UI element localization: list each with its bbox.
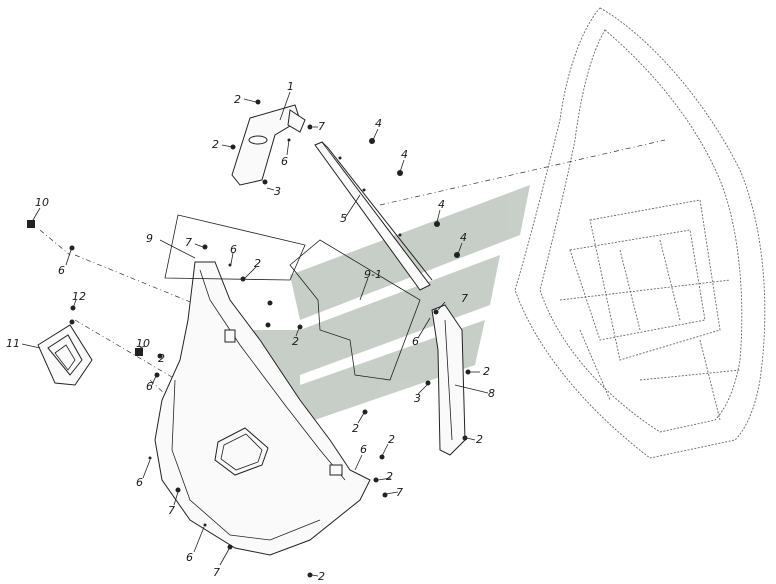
pillar-trim-upper — [231, 104, 306, 186]
callout-2: 2 — [318, 570, 325, 583]
callout-4: 4 — [460, 231, 467, 244]
callout-3: 3 — [274, 185, 281, 198]
callout-7: 7 — [213, 566, 220, 579]
callout-1: 1 — [287, 80, 294, 93]
rear-pillar-strip — [431, 304, 466, 456]
callout-8: 8 — [488, 387, 495, 400]
callout-9: 9 — [146, 232, 153, 245]
callout-4: 4 — [438, 198, 445, 211]
callout-2: 2 — [386, 470, 393, 483]
callout-4: 4 — [375, 117, 382, 130]
callout-6: 6 — [136, 476, 143, 489]
callout-7: 7 — [461, 292, 468, 305]
callout-6: 6 — [58, 264, 65, 277]
callout-12: 12 — [72, 290, 86, 303]
callout-9-1: 9-1 — [364, 268, 382, 281]
callout-labels: 1 2 7 2 6 3 4 4 5 4 4 10 6 9 7 6 2 9-1 1… — [6, 80, 495, 583]
callout-2: 2 — [388, 433, 395, 446]
callout-11: 11 — [6, 337, 20, 350]
callout-2: 2 — [476, 433, 483, 446]
callout-2: 2 — [212, 138, 219, 151]
callout-7: 7 — [318, 120, 325, 133]
callout-2: 2 — [158, 352, 165, 365]
callout-10: 10 — [136, 337, 150, 350]
callout-6: 6 — [186, 551, 193, 564]
callout-6: 6 — [281, 155, 288, 168]
callout-2: 2 — [352, 422, 359, 435]
callout-7: 7 — [396, 486, 403, 499]
handle-cup — [37, 324, 93, 386]
insulation-pad — [289, 239, 421, 381]
leader-lines — [21, 91, 489, 577]
callout-3: 3 — [414, 392, 421, 405]
callout-4: 4 — [401, 148, 408, 161]
window-strip — [314, 141, 433, 291]
callout-2: 2 — [292, 335, 299, 348]
callout-5: 5 — [340, 212, 347, 225]
door-frame — [514, 7, 766, 459]
callout-7: 7 — [168, 504, 175, 517]
callout-2: 2 — [234, 93, 241, 106]
callout-6: 6 — [146, 380, 153, 393]
callout-10: 10 — [35, 196, 49, 209]
callout-2: 2 — [483, 365, 490, 378]
fasteners — [27, 99, 471, 578]
door-trim-panel — [154, 261, 371, 556]
callout-7: 7 — [185, 236, 192, 249]
panel-box-outline — [164, 214, 306, 281]
callout-6: 6 — [360, 443, 367, 456]
callout-2: 2 — [254, 257, 261, 270]
callout-6: 6 — [412, 335, 419, 348]
callout-6: 6 — [230, 243, 237, 256]
